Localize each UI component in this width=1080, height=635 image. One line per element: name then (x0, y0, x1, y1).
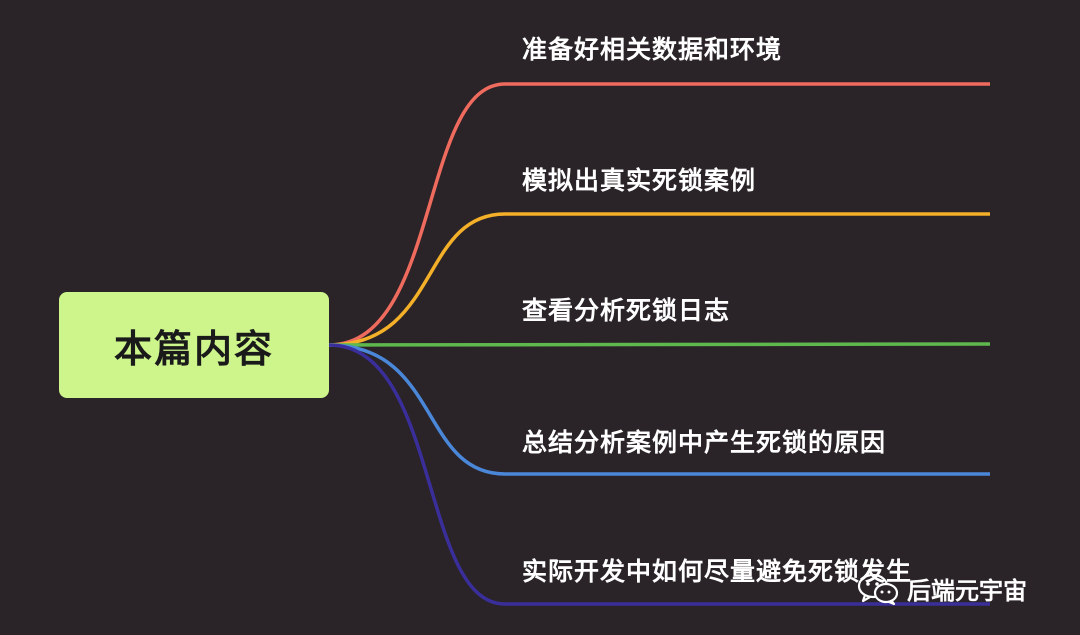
branch-topic-1[interactable]: 准备好相关数据和环境 (522, 35, 783, 64)
branch-topic-5[interactable]: 实际开发中如何尽量避免死锁发生 (522, 557, 913, 586)
connector-branch-1 (328, 82, 990, 347)
branch-topic-4[interactable]: 总结分析案例中产生死锁的原因 (522, 428, 887, 457)
watermark: 后端元宇宙 (857, 571, 1027, 606)
connector-branch-2 (328, 212, 990, 347)
connector-branch-5 (328, 343, 990, 606)
root-topic-label: 本篇内容 (113, 326, 274, 371)
branch-topic-2[interactable]: 模拟出真实死锁案例 (522, 166, 757, 195)
connector-branch-3 (328, 342, 991, 347)
root-topic[interactable]: 本篇内容 (59, 292, 329, 398)
wechat-icon (857, 573, 899, 605)
connector-branch-4 (328, 343, 990, 476)
branch-topic-3[interactable]: 查看分析死锁日志 (522, 296, 731, 325)
watermark-text: 后端元宇宙 (907, 577, 1027, 605)
